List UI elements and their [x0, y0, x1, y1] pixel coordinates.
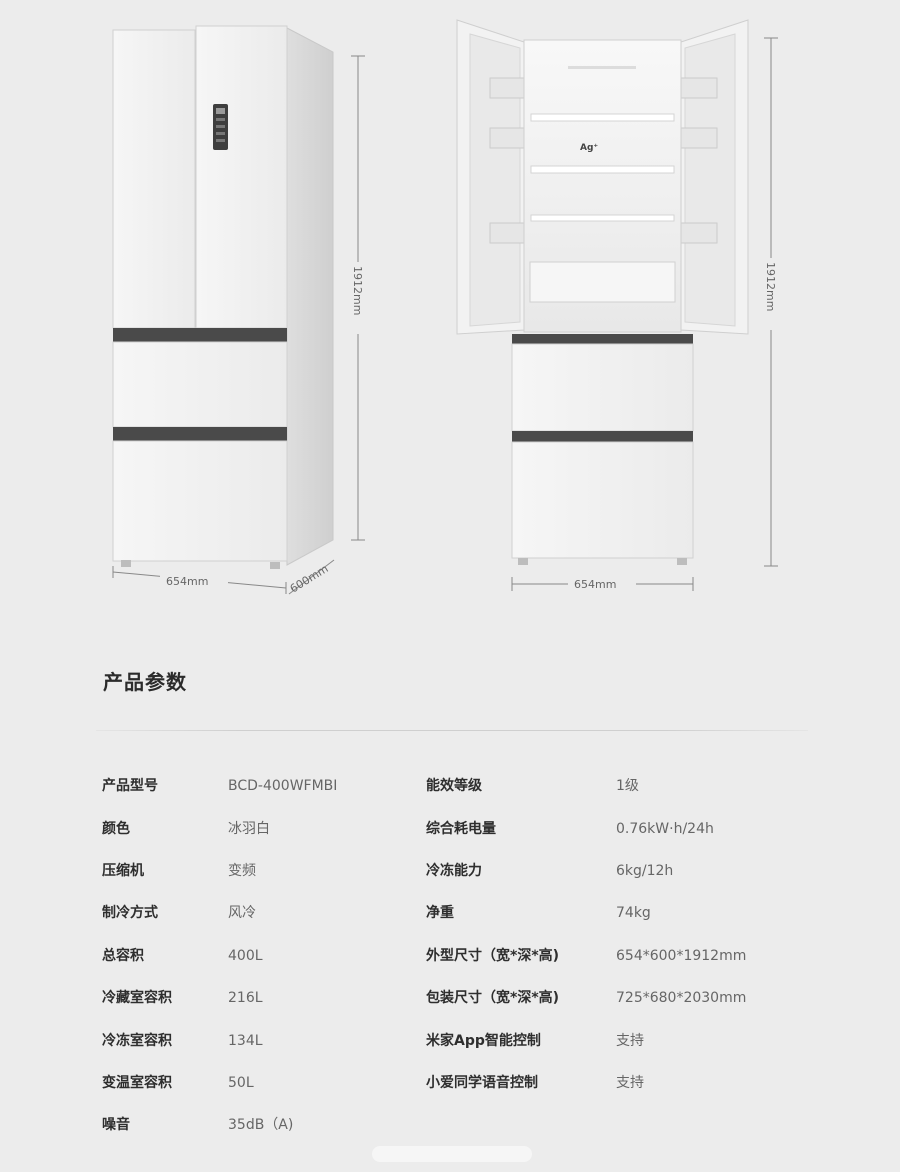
spec-value: 0.76kW·h/24h — [616, 821, 714, 837]
spec-label: 冷藏室容积 — [102, 990, 172, 1006]
spec-value: 725*680*2030mm — [616, 990, 747, 1006]
spec-value: 216L — [228, 990, 263, 1006]
spec-value: BCD-400WFMBI — [228, 778, 338, 794]
section-divider — [96, 730, 808, 731]
spec-value: 74kg — [616, 905, 651, 921]
spec-label: 小爱同学语音控制 — [426, 1075, 538, 1091]
spec-label: 包装尺寸（宽*深*高) — [426, 990, 560, 1006]
spec-value: 35dB（A) — [228, 1117, 294, 1133]
bottom-scroll-indicator — [372, 1146, 532, 1162]
spec-label: 制冷方式 — [102, 905, 158, 921]
spec-value: 134L — [228, 1033, 263, 1049]
spec-value: 50L — [228, 1075, 254, 1091]
section-title: 产品参数 — [103, 670, 187, 694]
spec-label: 外型尺寸（宽*深*高) — [426, 948, 560, 964]
right-width-label: 654mm — [574, 578, 616, 591]
spec-value: 风冷 — [228, 905, 256, 921]
open-fridge: Ag⁺ 1912mm 654mm — [456, 19, 779, 592]
spec-label: 噪音 — [102, 1117, 130, 1133]
spec-value: 6kg/12h — [616, 863, 674, 879]
fridge-dimension-illustration: 1912mm 654mm 600mm — [112, 19, 779, 596]
left-width-label: 654mm — [166, 575, 208, 588]
spec-value: 1级 — [616, 778, 639, 794]
left-height-label: 1912mm — [351, 266, 364, 315]
spec-value: 400L — [228, 948, 263, 964]
left-depth-label: 600mm — [288, 562, 331, 596]
spec-value: 654*600*1912mm — [616, 948, 747, 964]
spec-label: 产品型号 — [102, 778, 158, 794]
spec-label: 净重 — [426, 905, 454, 921]
closed-fridge: 1912mm 654mm 600mm — [112, 25, 366, 596]
spec-label: 变温室容积 — [102, 1075, 172, 1091]
spec-label: 综合耗电量 — [426, 821, 496, 837]
spec-label: 能效等级 — [426, 778, 482, 794]
spec-label: 米家App智能控制 — [426, 1033, 541, 1049]
spec-value: 变频 — [228, 863, 256, 879]
spec-label: 冷冻能力 — [426, 863, 482, 879]
spec-label: 颜色 — [102, 821, 130, 837]
spec-label: 冷冻室容积 — [102, 1033, 172, 1049]
spec-value: 冰羽白 — [228, 821, 270, 837]
interior-ag-label: Ag⁺ — [580, 143, 598, 153]
spec-label: 压缩机 — [102, 863, 144, 879]
spec-value: 支持 — [616, 1033, 644, 1049]
spec-value: 支持 — [616, 1075, 644, 1091]
spec-label: 总容积 — [102, 948, 144, 964]
right-height-label: 1912mm — [764, 262, 777, 311]
